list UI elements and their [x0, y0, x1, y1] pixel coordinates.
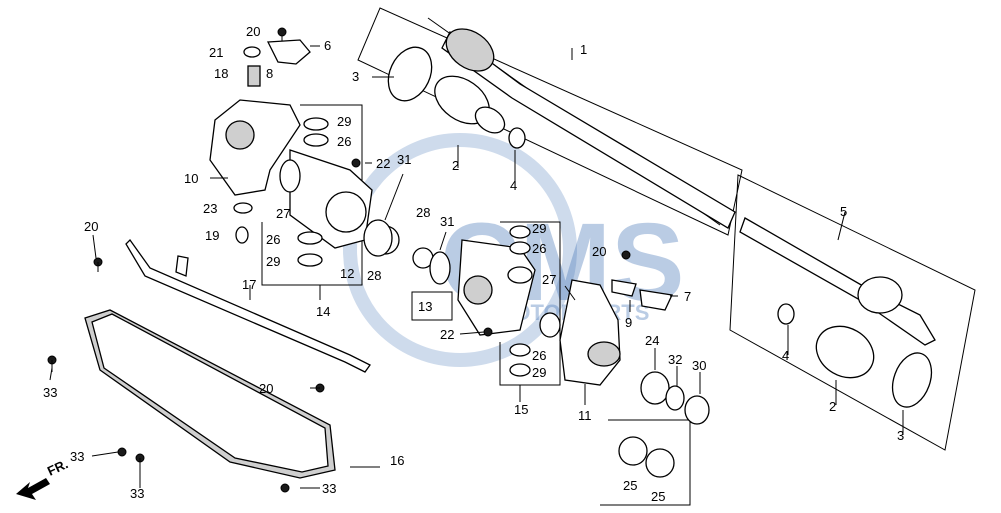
label-29-a: 29 — [337, 114, 351, 129]
bolts — [47, 257, 325, 493]
label-17: 17 — [242, 277, 256, 292]
label-26-b: 26 — [266, 232, 280, 247]
label-23: 23 — [203, 201, 217, 216]
label-29-c: 29 — [532, 221, 546, 236]
label-6: 6 — [324, 38, 331, 53]
nut-22-upper — [351, 158, 361, 168]
label-3-bottom: 3 — [897, 428, 904, 443]
label-33-d: 33 — [322, 481, 336, 496]
bracket-25 — [600, 419, 691, 506]
label-4-top: 4 — [510, 178, 517, 193]
label-24: 24 — [645, 333, 659, 348]
label-32: 32 — [668, 352, 682, 367]
hub-12 — [279, 149, 373, 249]
label-22-lower: 22 — [440, 327, 454, 342]
label-27-b: 27 — [542, 272, 556, 287]
label-31-b: 31 — [440, 214, 454, 229]
label-12: 12 — [340, 266, 354, 281]
label-2-top: 2 — [452, 158, 459, 173]
label-4-bottom: 4 — [782, 348, 789, 363]
washer-21 — [243, 46, 261, 58]
bracket-6 — [266, 39, 311, 65]
label-16: 16 — [390, 453, 404, 468]
label-10: 10 — [184, 171, 198, 186]
label-7: 7 — [684, 289, 691, 304]
front-direction-arrow: FR. — [16, 456, 70, 500]
label-2-bottom: 2 — [829, 399, 836, 414]
spring-18 — [247, 65, 261, 87]
bearings-29-26-center — [509, 225, 531, 377]
drive-shaft-5 — [739, 217, 936, 408]
label-13: 13 — [418, 299, 432, 314]
skid-plate-16 — [84, 309, 336, 479]
label-9: 9 — [625, 315, 632, 330]
bracket-14 — [261, 104, 363, 286]
label-33-b: 33 — [70, 449, 84, 464]
nut-22-lower — [483, 327, 493, 337]
label-5: 5 — [840, 204, 847, 219]
label-28-b: 28 — [416, 205, 430, 220]
bearings-29-26-left — [297, 117, 329, 267]
fr-label: FR. — [45, 456, 70, 478]
label-31-a: 31 — [397, 152, 411, 167]
drive-shaft-1 — [387, 17, 736, 229]
label-20-center: 20 — [592, 244, 606, 259]
label-28-a: 28 — [367, 268, 381, 283]
label-26-c: 26 — [532, 241, 546, 256]
label-11: 11 — [578, 408, 592, 423]
rod-17 — [125, 238, 371, 373]
label-20-top: 20 — [246, 24, 260, 39]
label-33-a: 33 — [43, 385, 57, 400]
label-29-b: 29 — [266, 254, 280, 269]
label-26-d: 26 — [532, 348, 546, 363]
seal-28-31 — [363, 219, 451, 285]
label-3-top: 3 — [352, 69, 359, 84]
bracket-15 — [499, 221, 561, 386]
leader-lines — [49, 45, 904, 489]
label-1: 1 — [580, 42, 587, 57]
label-22-upper: 22 — [376, 156, 390, 171]
knuckle-10 — [209, 99, 301, 196]
label-15: 15 — [514, 402, 528, 417]
shaft-5-box — [729, 174, 976, 451]
label-30: 30 — [692, 358, 706, 373]
label-20-left: 20 — [84, 219, 98, 234]
label-27-a: 27 — [276, 206, 290, 221]
label-8: 8 — [266, 66, 273, 81]
label-19: 19 — [205, 228, 219, 243]
clip-9-7 — [611, 250, 673, 311]
label-20-bottom: 20 — [259, 381, 273, 396]
bracket-13 — [411, 291, 453, 321]
label-14: 14 — [316, 304, 330, 319]
knuckle-11 — [559, 279, 621, 386]
label-25-b: 25 — [651, 489, 665, 504]
label-18: 18 — [214, 66, 228, 81]
label-33-c: 33 — [130, 486, 144, 501]
label-26-a: 26 — [337, 134, 351, 149]
label-29-d: 29 — [532, 365, 546, 380]
seal-27-center — [539, 312, 561, 338]
knuckle-13 — [457, 239, 536, 336]
label-21: 21 — [209, 45, 223, 60]
label-25-a: 25 — [623, 478, 637, 493]
bearings-24-32-30 — [640, 371, 710, 425]
bearings-25 — [618, 436, 675, 478]
part-labels: 1 2 2 3 3 4 4 5 6 7 8 9 10 11 12 13 14 1… — [43, 24, 904, 504]
shaft-1-box — [357, 7, 743, 236]
washer-23-19 — [233, 202, 253, 244]
